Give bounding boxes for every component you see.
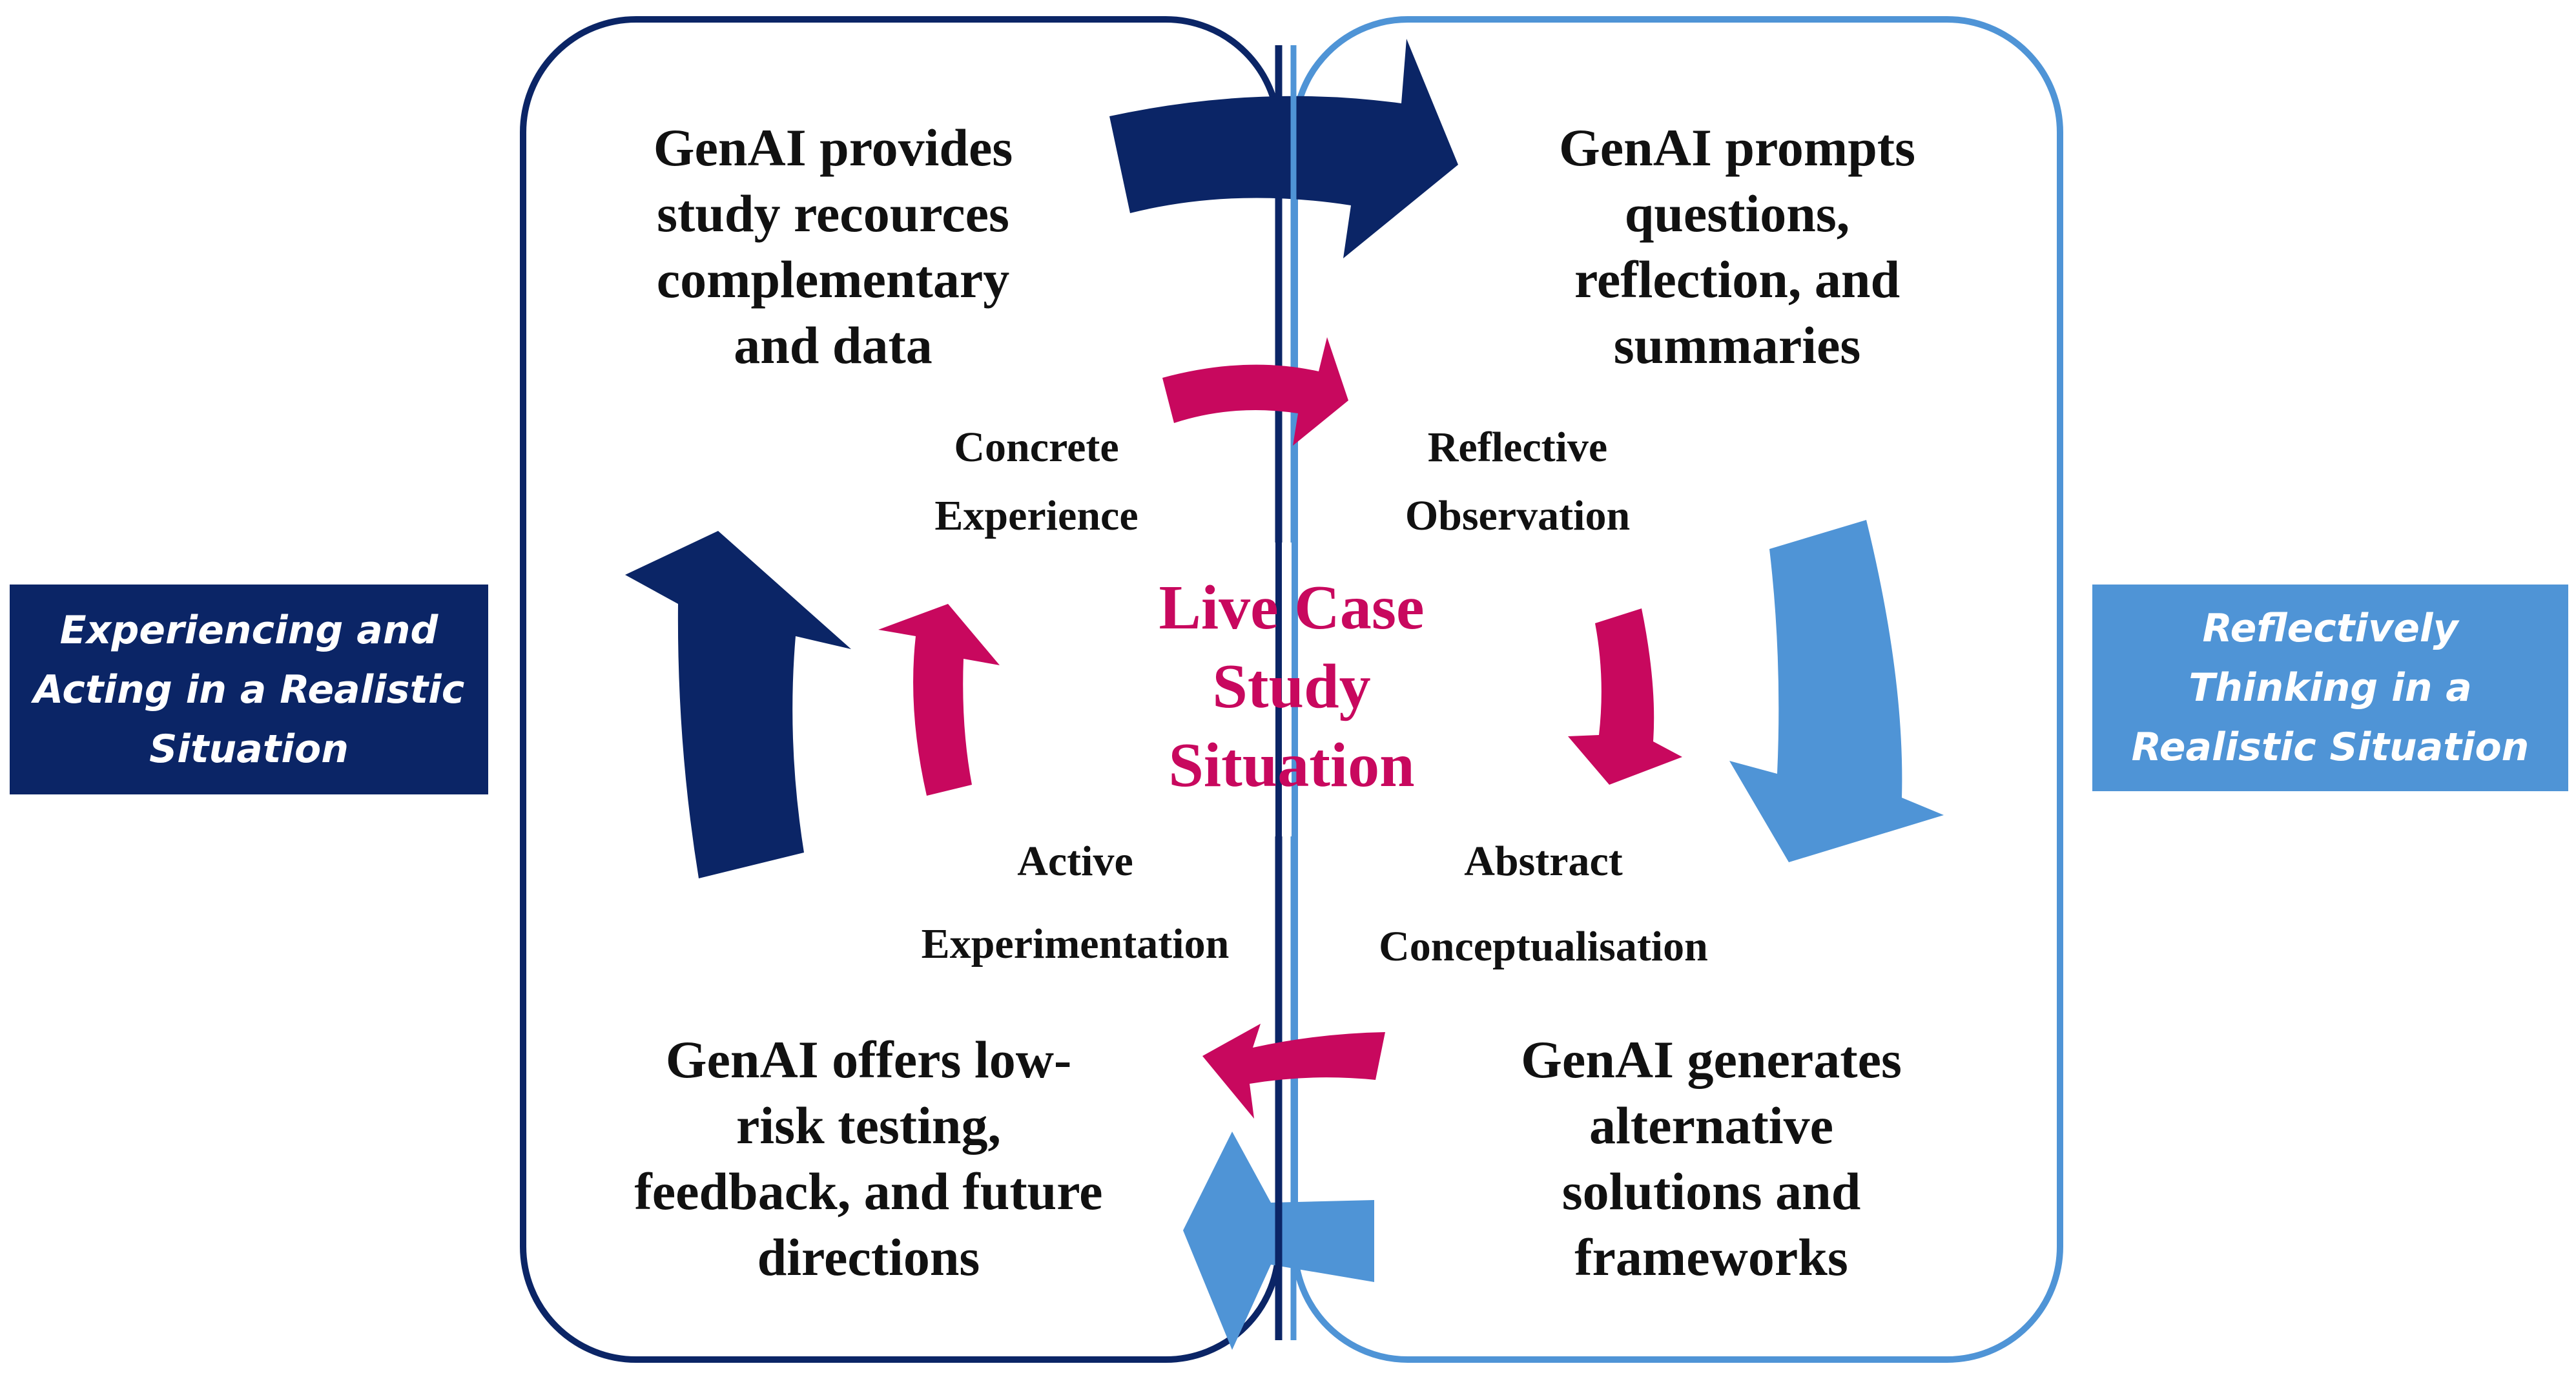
center-title: Live Case Study Situation xyxy=(1159,573,1425,800)
side-label-left: Experiencing and Acting in a Realistic S… xyxy=(10,585,488,794)
genai-generates-text: GenAI generates alternative solutions an… xyxy=(1521,1030,1902,1287)
magenta-arrow-right-icon xyxy=(1568,608,1682,785)
left-panel-frame xyxy=(520,16,1282,1363)
magenta-arrow-left-icon xyxy=(878,604,1000,796)
stage-active-experimentation: Active Experimentation xyxy=(921,838,1230,968)
genai-prompts-text: GenAI prompts questions, reflection, and… xyxy=(1558,118,1916,375)
navy-arrow-top-icon xyxy=(1109,39,1458,258)
magenta-arrow-top-icon xyxy=(1162,337,1348,446)
magenta-arrow-bottom-icon xyxy=(1202,1024,1385,1119)
genai-provides-text: GenAI provides study recources complemen… xyxy=(653,118,1013,375)
genai-offers-text: GenAI offers low- risk testing, feedback… xyxy=(634,1030,1103,1287)
stage-abstract-conceptualisation: Abstract Conceptualisation xyxy=(1379,838,1708,970)
right-panel-frame xyxy=(1292,16,2063,1363)
stage-reflective-observation: Reflective Observation xyxy=(1405,424,1631,539)
side-label-right: Reflectively Thinking in a Realistic Sit… xyxy=(2092,585,2568,791)
stage-concrete-experience: Concrete Experience xyxy=(934,424,1139,539)
navy-arrow-left-icon xyxy=(625,531,851,878)
blue-arrow-right-icon xyxy=(1729,520,1944,862)
